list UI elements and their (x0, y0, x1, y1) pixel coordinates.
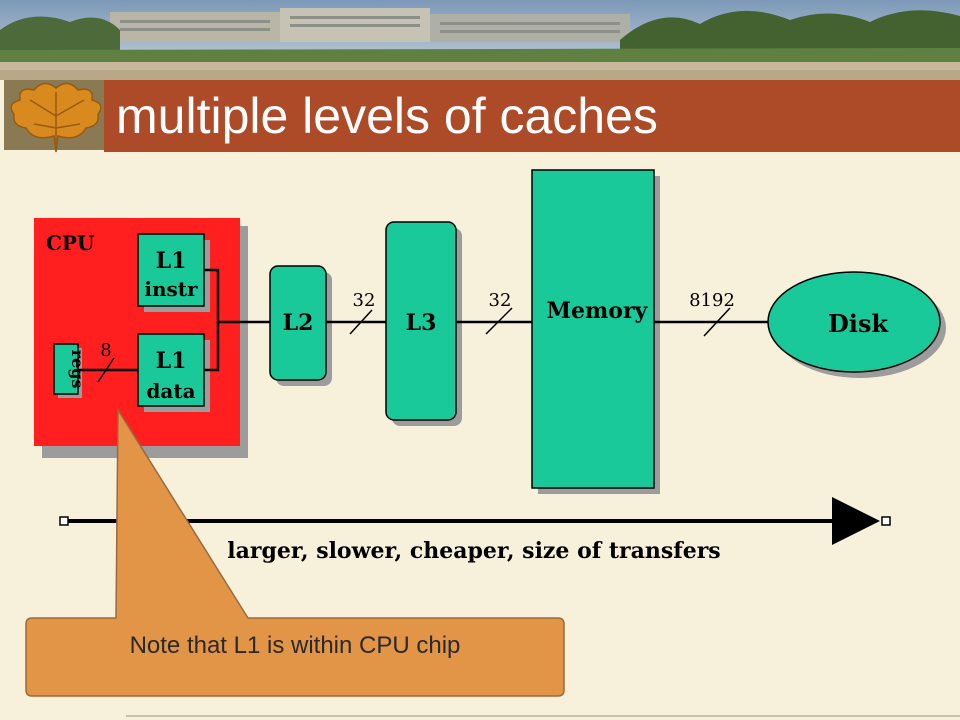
callout-bubble (25, 407, 565, 697)
l1-instr-sublabel: instr (144, 277, 198, 301)
axis-caption: larger, slower, cheaper, size of transfe… (227, 538, 720, 564)
l1-data-box (137, 333, 205, 407)
bus-width-mark-l2-l3 (349, 309, 373, 335)
bus-width-memory-disk: 8192 (689, 290, 735, 311)
bus-width-mark-memory-disk (703, 307, 731, 337)
regs-box (53, 343, 79, 395)
bus-width-l2-l3: 32 (353, 290, 376, 311)
cpu-label: CPU (46, 231, 94, 255)
bus-width-mark-regs-l1 (97, 357, 115, 383)
campus-header-image (0, 0, 960, 80)
bus-width-l3-memory: 32 (489, 290, 512, 311)
bus-l1-merge (204, 268, 220, 372)
axis-start-marker (59, 516, 69, 526)
disk-label: Disk (828, 309, 889, 338)
memory-label: Memory (547, 298, 649, 324)
callout-text: Note that L1 is within CPU chip (129, 632, 461, 659)
l2-label: L2 (283, 310, 314, 336)
autumn-leaf-icon (4, 80, 108, 153)
axis-end-marker (881, 516, 891, 526)
l1-data-sublabel: data (146, 379, 195, 403)
title-bar: multiple levels of caches (104, 80, 960, 152)
memory-box (531, 169, 655, 489)
slide-title: multiple levels of caches (116, 88, 658, 144)
bus-width-mark-l3-memory (485, 307, 513, 335)
bus-width-regs-l1: 8 (100, 340, 111, 361)
l1-data-label: L1 (156, 348, 187, 374)
l1-instr-label: L1 (156, 248, 187, 274)
regs-label: regs (68, 350, 87, 389)
disk-ellipse (767, 271, 941, 373)
l3-label: L3 (406, 310, 437, 336)
